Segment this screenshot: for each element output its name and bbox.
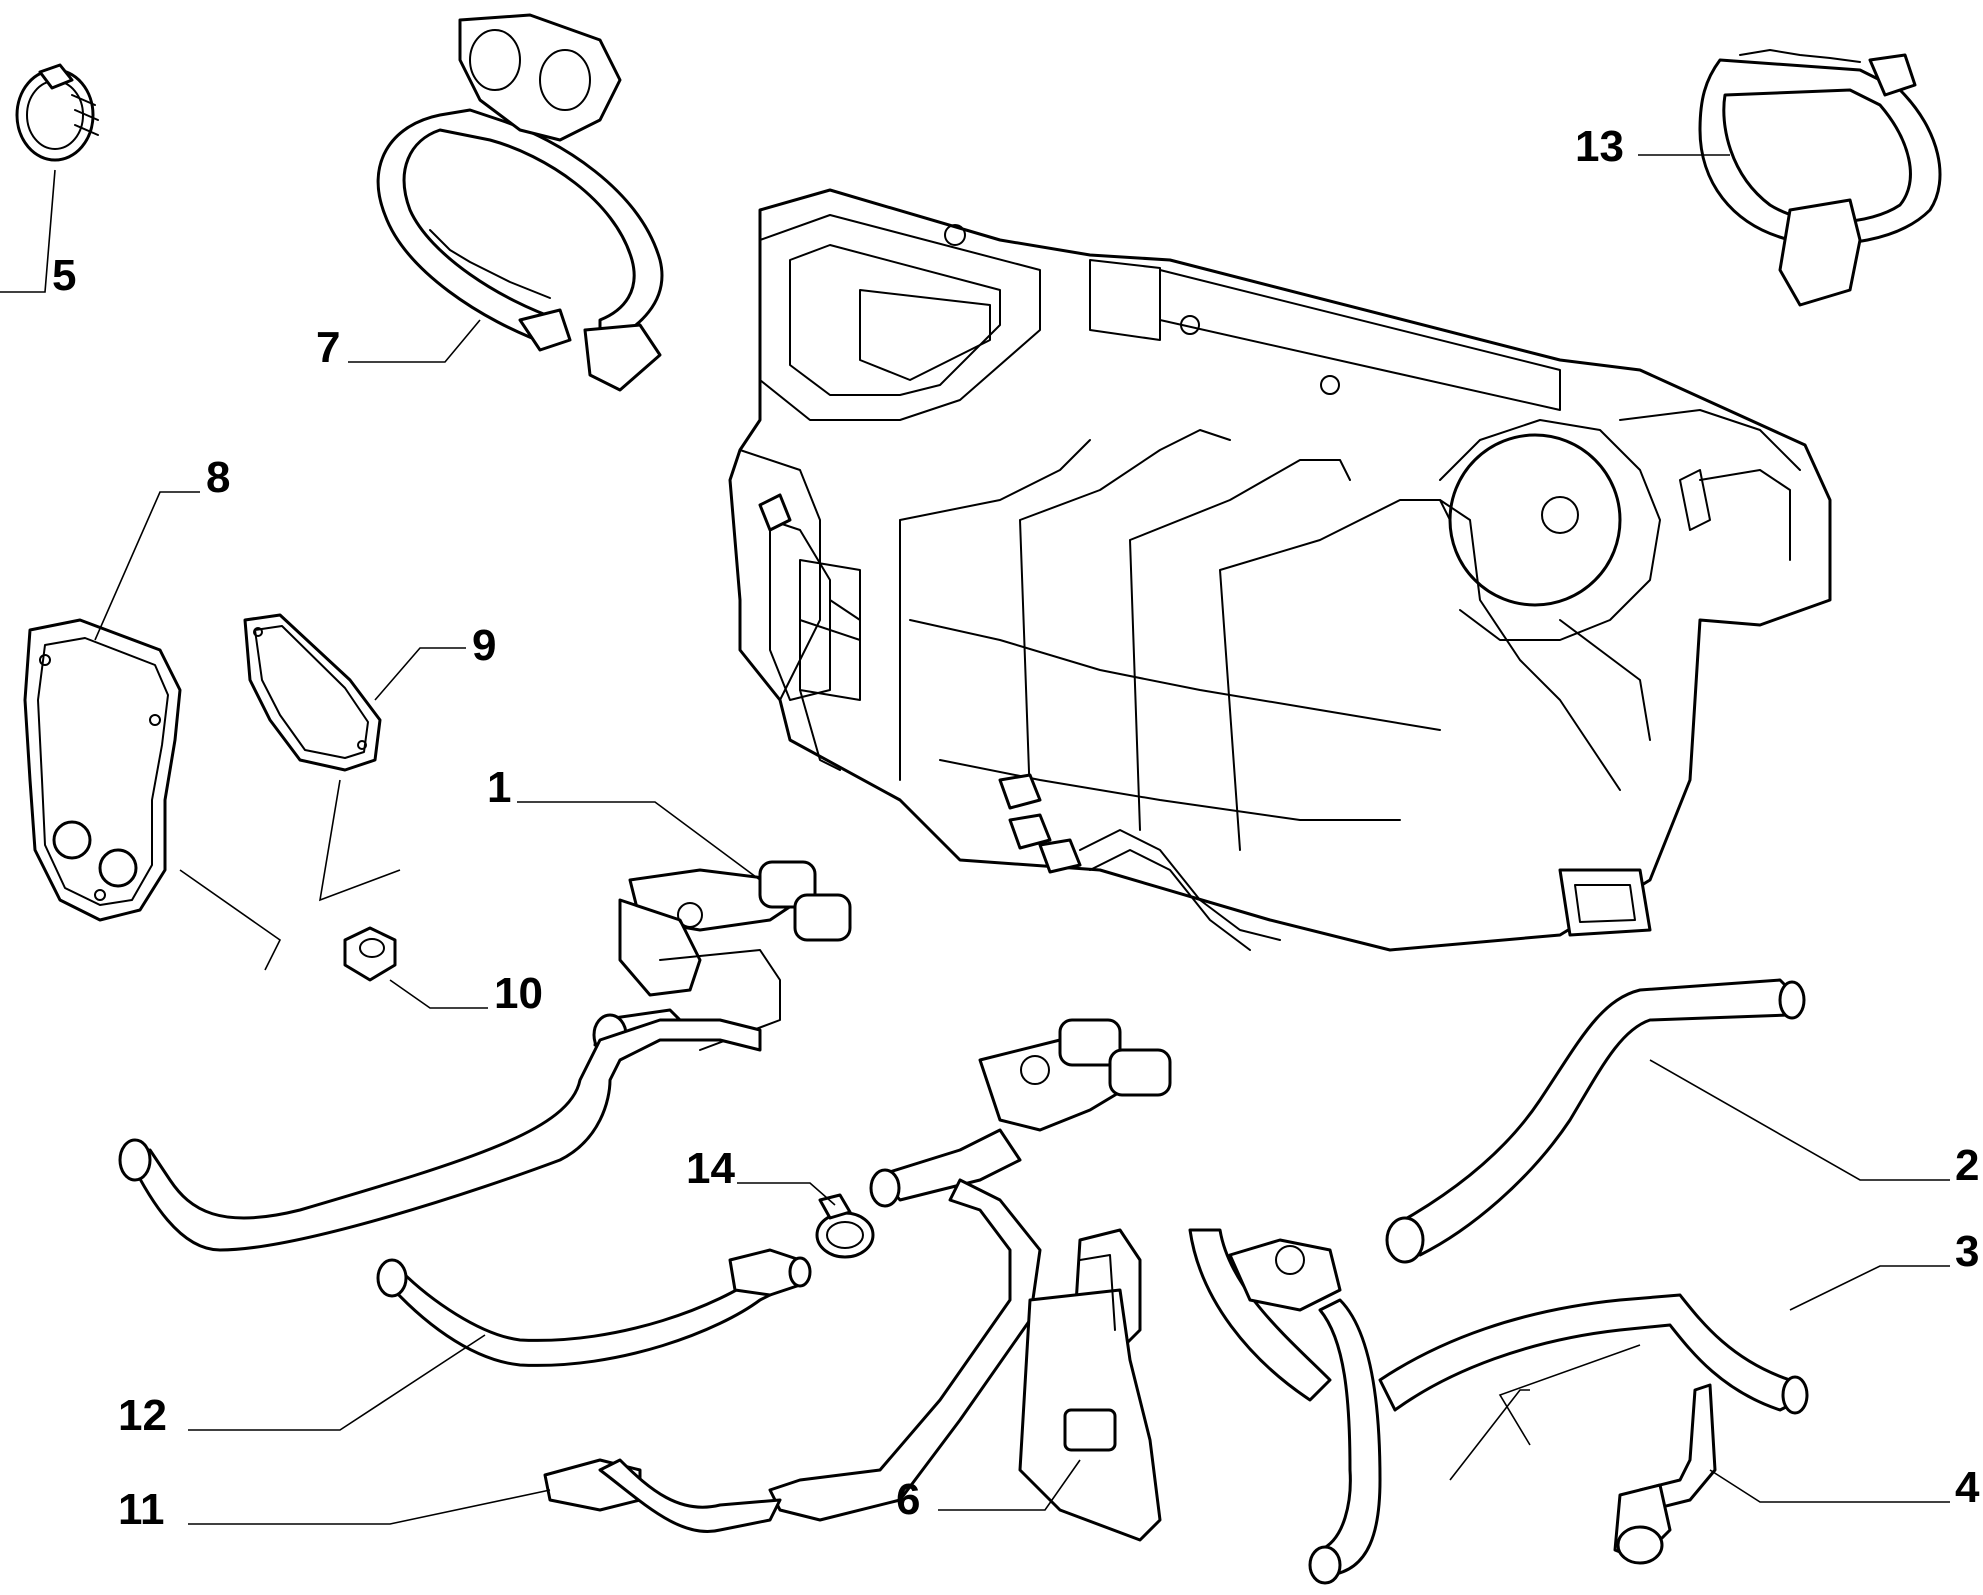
strap-clamp-part-13 [1698,49,1942,307]
callout-2: 2 [1955,1141,1979,1190]
callout-6: 6 [896,1475,920,1524]
callout-4: 4 [1955,1463,1980,1512]
clip-bracket-part-6 [1018,1228,1162,1542]
callout-1: 1 [487,763,511,812]
callout-9: 9 [472,621,496,670]
valve-branch-part-11 [543,1018,1172,1533]
bracket-part-4 [1613,1383,1717,1565]
gasket-part-9 [243,613,382,772]
callout-3: 3 [1955,1227,1979,1276]
callout-8: 8 [206,453,230,502]
hose-part-3 [1188,1228,1809,1585]
hvac-housing [728,188,1832,952]
callout-14: 14 [686,1144,735,1193]
hose-clamp-part-14 [815,1193,875,1259]
hose-clamp-part-5 [15,63,99,162]
callout-10: 10 [494,969,543,1018]
hose-part-2 [1385,978,1806,1264]
hose-part-12 [376,1248,812,1367]
strap-clamp-part-7 [376,13,664,392]
hose-part-11 [118,1018,762,1252]
callout-7: 7 [316,323,340,372]
gasket-part-8 [23,618,182,922]
leader-lines [0,154,1950,1525]
callout-13: 13 [1575,122,1624,171]
callout-12: 12 [118,1391,167,1440]
callout-11: 11 [118,1485,165,1534]
nut-part-10 [343,926,397,982]
callout-labels: 1 2 3 4 5 6 7 8 9 10 11 12 13 14 [52,122,1980,1534]
callout-5: 5 [52,251,76,300]
